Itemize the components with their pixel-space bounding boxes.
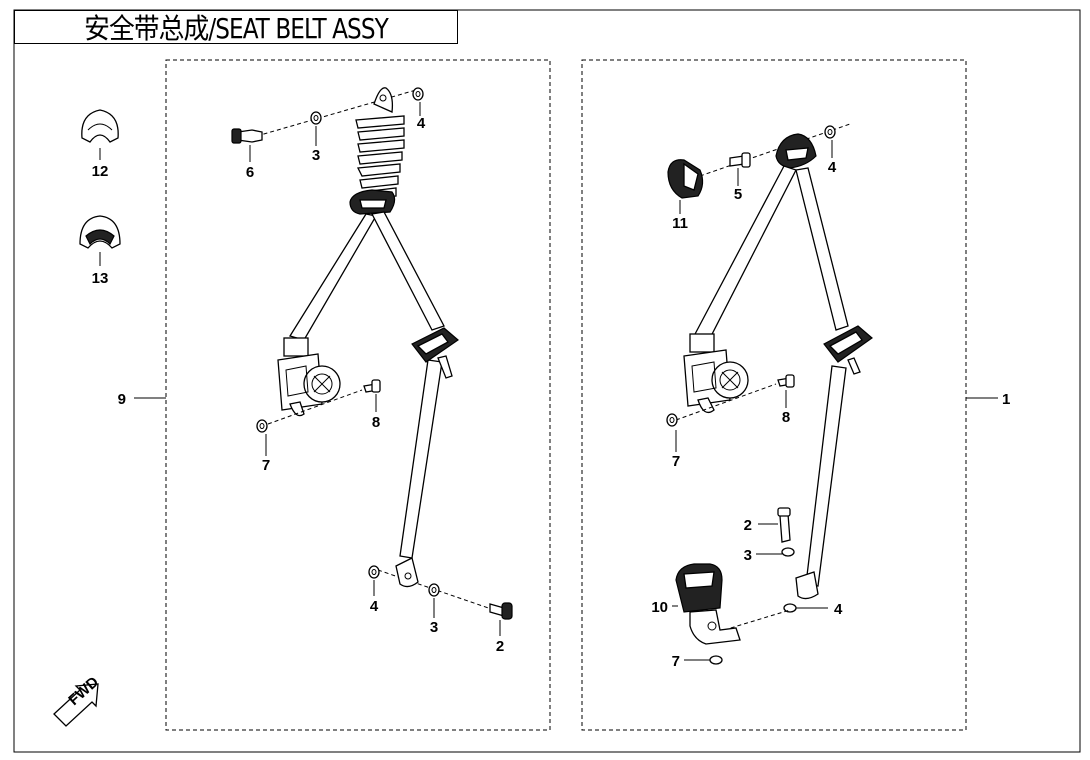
left-belt-webbing bbox=[288, 211, 445, 559]
callout-4-top-right: 4 bbox=[828, 159, 837, 176]
callout-8-right: 8 bbox=[782, 409, 790, 426]
right-assembly-box bbox=[581, 59, 967, 731]
callout-8-left: 8 bbox=[372, 414, 380, 431]
callout-4-bottom-right: 4 bbox=[834, 601, 843, 618]
callout-13: 13 bbox=[92, 270, 109, 287]
outer-frame bbox=[13, 9, 1081, 753]
callout-labels: 9 1 12 13 6 3 4 8 7 4 3 2 11 5 4 8 7 2 3… bbox=[92, 115, 1011, 670]
right-leaders bbox=[672, 140, 833, 661]
callout-11: 11 bbox=[672, 215, 688, 232]
right-belt-webbing bbox=[693, 165, 849, 587]
left-upper-anchor bbox=[231, 87, 424, 215]
left-tongue-plate bbox=[411, 327, 459, 379]
callout-5: 5 bbox=[734, 186, 742, 203]
right-lower-anchor bbox=[723, 507, 819, 631]
fwd-arrow-icon: FWD bbox=[53, 673, 102, 727]
right-tongue-plate bbox=[823, 325, 873, 375]
callout-3-bottom-left: 3 bbox=[430, 619, 438, 636]
callout-10: 10 bbox=[651, 599, 668, 616]
callout-12: 12 bbox=[92, 163, 109, 180]
callout-7-right-bottom: 7 bbox=[672, 653, 680, 670]
callout-2-left: 2 bbox=[496, 638, 504, 655]
callout-9: 9 bbox=[118, 391, 126, 408]
callout-7-left: 7 bbox=[262, 457, 270, 474]
callout-6: 6 bbox=[246, 164, 254, 181]
page-title: 安全带总成/SEAT BELT ASSY bbox=[84, 12, 389, 45]
right-upper-anchor bbox=[667, 123, 851, 199]
left-lower-anchor bbox=[368, 557, 513, 620]
left-retractor bbox=[256, 337, 381, 433]
title-box: 安全带总成/SEAT BELT ASSY bbox=[14, 10, 458, 45]
left-assembly-box bbox=[165, 59, 551, 731]
callout-3-top: 3 bbox=[312, 147, 320, 164]
callout-4-top-left: 4 bbox=[417, 115, 426, 132]
callout-3-right: 3 bbox=[744, 547, 752, 564]
right-retractor bbox=[666, 333, 795, 427]
callout-7-right-mid: 7 bbox=[672, 453, 680, 470]
callout-1: 1 bbox=[1002, 391, 1010, 408]
cover-12 bbox=[81, 109, 119, 160]
cover-13 bbox=[79, 215, 121, 266]
callout-2-right: 2 bbox=[744, 517, 752, 534]
buckle-10 bbox=[675, 563, 741, 665]
callout-4-bottom-left: 4 bbox=[370, 598, 379, 615]
left-leaders bbox=[249, 102, 501, 636]
